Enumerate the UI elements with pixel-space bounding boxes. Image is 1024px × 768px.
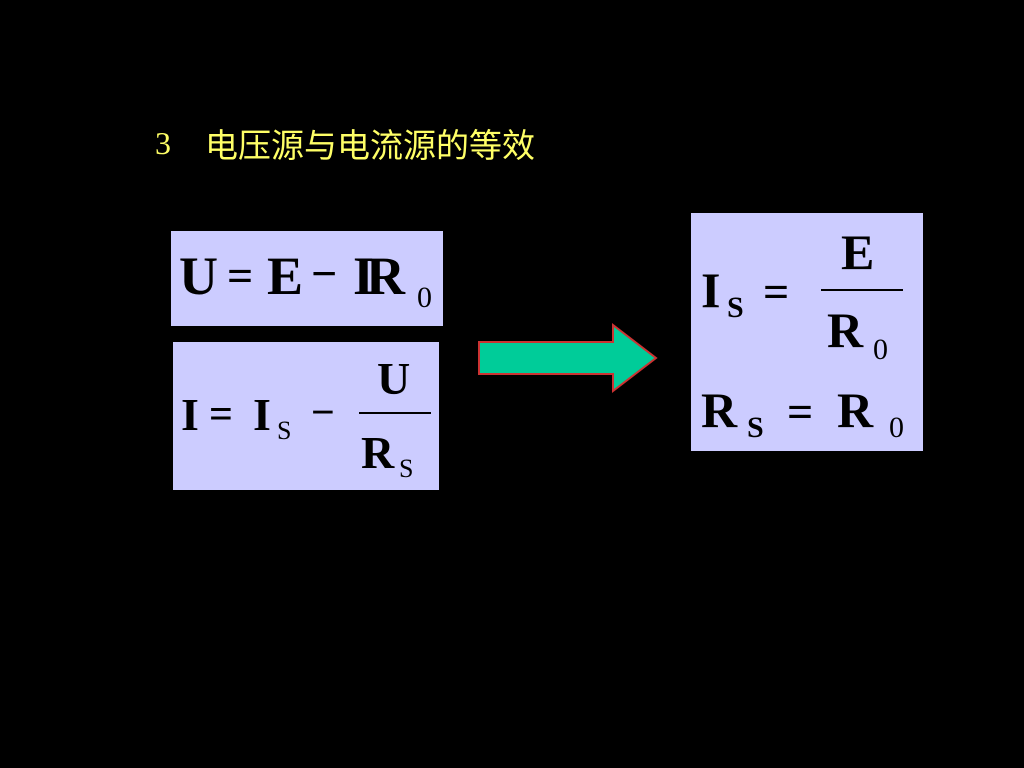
eq2-fraction-bar xyxy=(359,412,431,414)
equivalence-result-box: I S = E R 0 R S = R 0 xyxy=(691,213,923,451)
eq2-lhs: I xyxy=(181,389,199,440)
eq2-is-sub: S xyxy=(277,416,292,445)
eq4-lhs: R xyxy=(701,382,738,438)
voltage-source-equation-box: U = E − IR 0 xyxy=(171,231,443,326)
right-arrow-icon xyxy=(478,322,658,394)
eq3-fraction-bar xyxy=(821,289,903,291)
eq1-lhs: U xyxy=(179,246,218,306)
eq2-is: I xyxy=(253,389,271,440)
eq3-equals: = xyxy=(763,266,790,317)
eq1-ir: IR xyxy=(353,246,405,306)
eq4-equals: = xyxy=(787,386,814,437)
eq4-rhs-sub: 0 xyxy=(889,411,904,444)
slide-title: 3 电压源与电流源的等效 xyxy=(155,118,535,168)
eq3-den-sub: 0 xyxy=(873,333,888,366)
eq3-numerator: E xyxy=(841,224,875,280)
eq2-den-sub: S xyxy=(399,454,414,483)
eq4-lhs-sub: S xyxy=(747,411,764,444)
eq2-equals: = xyxy=(209,392,233,438)
eq1-sub0: 0 xyxy=(417,281,432,314)
eq3-lhs-sub: S xyxy=(727,291,744,324)
eq1-minus: − xyxy=(311,248,338,299)
eq3-denominator: R xyxy=(827,302,864,358)
eq1-equals: = xyxy=(227,250,254,301)
eq2-numerator: U xyxy=(377,353,411,404)
eq4-rhs: R xyxy=(837,382,874,438)
title-text: 电压源与电流源的等效 xyxy=(205,126,535,165)
eq2-minus: − xyxy=(311,390,335,436)
title-number: 3 xyxy=(155,124,171,161)
current-source-equation-box: I = I S − U R S xyxy=(173,342,439,490)
eq3-lhs: I xyxy=(701,262,721,318)
eq1-e: E xyxy=(267,246,304,306)
eq2-denominator: R xyxy=(361,427,395,478)
